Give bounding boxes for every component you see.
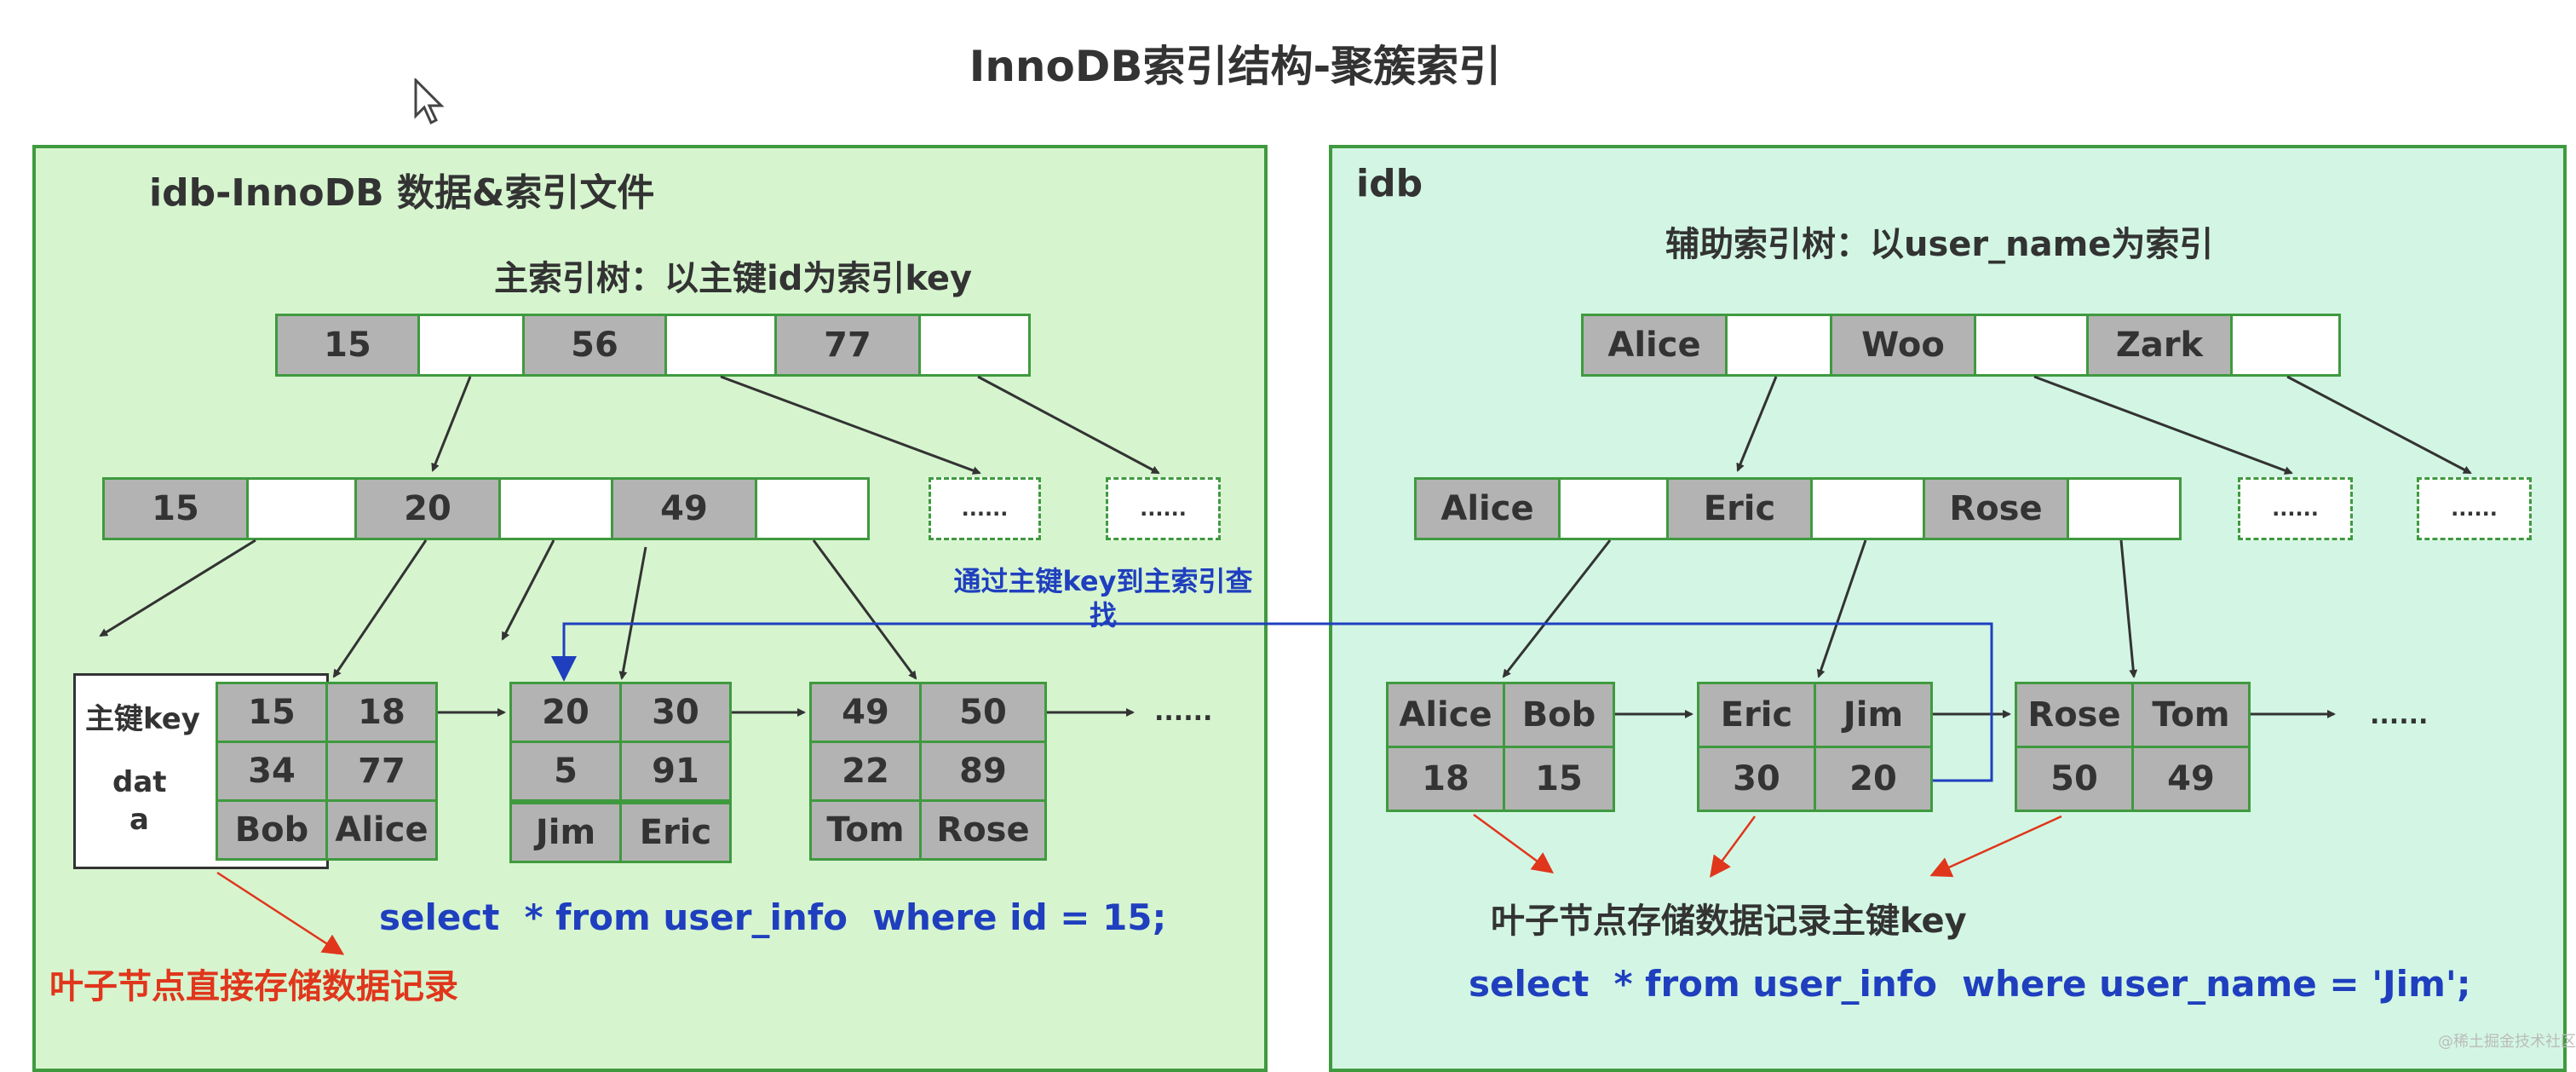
tree-arrow [2033, 375, 2293, 475]
leaf-key: Eric [1697, 682, 1816, 748]
lookup-arrow [551, 622, 1993, 782]
leaf-data: Eric [619, 802, 732, 863]
leaf-primary-key: 49 [2131, 746, 2251, 812]
root-pointer [2230, 314, 2341, 377]
branch-key: Rose [1923, 477, 2069, 540]
omitted-node: ...... [2238, 477, 2353, 540]
tree-arrow [618, 546, 647, 680]
leaf-key: 18 [325, 682, 438, 743]
omitted-node: ...... [929, 477, 1041, 540]
tree-arrow [1816, 539, 1867, 678]
more-leaves-ellipsis: ...... [2370, 700, 2429, 730]
omitted-node: ...... [1106, 477, 1221, 540]
root-pointer [664, 314, 777, 377]
root-key: Woo [1830, 314, 1976, 377]
leaf-key: Bob [1503, 682, 1615, 748]
branch-pointer [2067, 477, 2182, 540]
root-key: 15 [275, 314, 420, 377]
note-arrow [1473, 813, 1555, 873]
tree-arrow [1502, 539, 1612, 678]
leaf-data: 34 [216, 741, 328, 802]
mouse-cursor-icon [414, 78, 445, 125]
note-arrow [1710, 816, 1757, 879]
root-pointer [417, 314, 525, 377]
leaf-key: 15 [216, 682, 328, 743]
branch-pointer [1558, 477, 1669, 540]
more-leaves-ellipsis: ...... [1154, 697, 1213, 727]
primary-leaf-note: 叶子节点直接存储数据记录 [49, 967, 458, 1006]
omitted-node: ...... [2417, 477, 2532, 540]
root-pointer [918, 314, 1031, 377]
lookup-note-line: 找 [1089, 599, 1117, 631]
branch-pointer [755, 477, 870, 540]
tree-arrow [332, 539, 428, 678]
leaf-key: 50 [919, 682, 1047, 743]
tree-arrow [720, 375, 981, 475]
branch-key: Alice [1414, 477, 1561, 540]
root-pointer [1974, 314, 2089, 377]
leaf-data: Rose [919, 799, 1047, 861]
root-key: Alice [1581, 314, 1728, 377]
tree-arrow [431, 376, 472, 472]
secondary-panel-title: idb [1356, 162, 1423, 205]
leaf-key: Rose [2015, 682, 2134, 748]
branch-pointer [246, 477, 357, 540]
primary-sql-query: select * from user_info where id = 15; [379, 896, 1167, 938]
leaf-primary-key: 30 [1697, 746, 1816, 812]
leaf-data: 5 [509, 741, 622, 802]
diagram-title: InnoDB索引结构-聚簇索引 [969, 42, 1502, 91]
leaf-key: 30 [619, 682, 732, 743]
root-key: 77 [774, 314, 921, 377]
leaf-data: 89 [919, 741, 1047, 802]
secondary-index-panel [1329, 145, 2567, 1072]
leaf-key: Tom [2131, 682, 2251, 748]
lookup-note-line: 通过主键key到主索引查 [953, 565, 1253, 597]
tree-arrow [977, 375, 1160, 475]
primary-index-panel [32, 145, 1268, 1072]
note-arrow [216, 871, 345, 955]
watermark: @稀土掘金技术社区 [2438, 1033, 2576, 1051]
tree-arrow [99, 539, 256, 637]
secondary-sql-query: select * from user_info where user_name … [1469, 963, 2471, 1005]
tree-arrow [501, 539, 555, 641]
primary-panel-title: idb-InnoDB 数据&索引文件 [149, 171, 655, 215]
leaf-data: 91 [619, 741, 732, 802]
tree-arrow [2119, 539, 2138, 678]
primary-tree-title: 主索引树：以主键id为索引key [494, 259, 973, 298]
secondary-leaf-note: 叶子节点存储数据记录主键key [1491, 902, 1967, 941]
leaf-key: Alice [1386, 682, 1505, 748]
tree-arrow [2286, 375, 2472, 475]
leaf-data-label: dat [112, 765, 167, 799]
leaf-data-label: a [129, 803, 149, 837]
leaf-primary-key: 18 [1386, 746, 1505, 812]
leaf-primary-key: 50 [2015, 746, 2134, 812]
tree-arrow [1736, 376, 1778, 472]
note-arrow [1929, 815, 2062, 878]
leaf-key-label: 主键key [85, 702, 200, 736]
leaf-data: Jim [509, 802, 622, 863]
leaf-key: 20 [509, 682, 622, 743]
root-key: Zark [2086, 314, 2233, 377]
leaf-primary-key: 15 [1503, 746, 1615, 812]
leaf-data: Bob [216, 799, 328, 861]
leaf-key: 49 [809, 682, 922, 743]
branch-key: 15 [102, 477, 249, 540]
lookup-note: 通过主键key到主索引查 找 [899, 564, 1308, 632]
secondary-tree-title: 辅助索引树：以user_name为索引 [1665, 225, 2214, 264]
leaf-data: Alice [325, 799, 438, 861]
leaf-primary-key: 20 [1814, 746, 1933, 812]
tree-arrow [812, 539, 917, 680]
branch-key: 20 [354, 477, 501, 540]
